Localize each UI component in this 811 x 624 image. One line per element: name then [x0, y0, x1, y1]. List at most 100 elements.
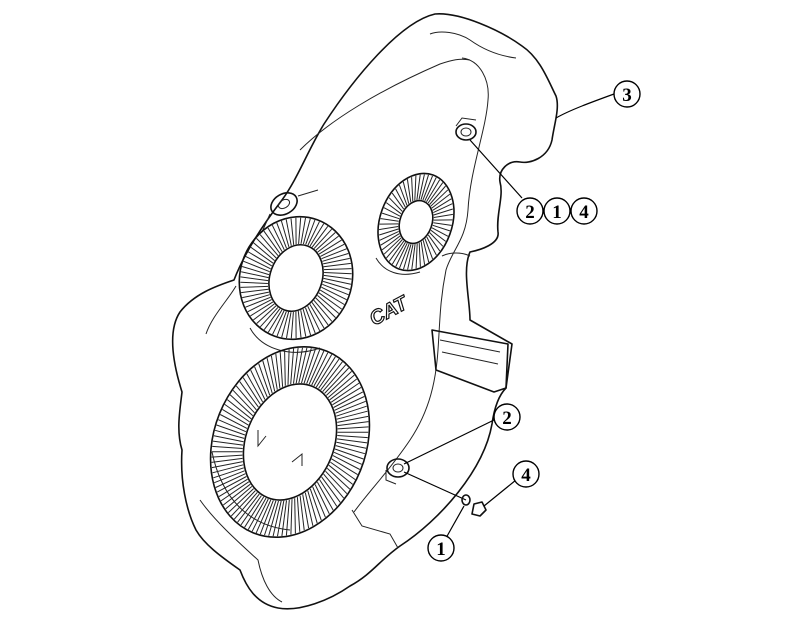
- fan-blade: [250, 246, 274, 264]
- fan-blade: [302, 494, 310, 529]
- fan-blade: [307, 305, 321, 332]
- fan-blade: [305, 219, 316, 245]
- fan-blade: [406, 179, 412, 203]
- fan-blade: [240, 271, 269, 279]
- fan-blade: [264, 500, 277, 536]
- fan-blade: [230, 490, 256, 517]
- fan-blade: [407, 244, 414, 270]
- fan-blade: [270, 355, 278, 390]
- fan-blade: [336, 438, 368, 444]
- fan-blade: [276, 311, 287, 337]
- callouts: 3 2 1 4 2 4 1: [427, 80, 641, 562]
- fan-blade: [335, 445, 366, 455]
- fan-blade: [298, 347, 308, 384]
- fan-blade: [311, 226, 329, 248]
- fan-blade: [247, 251, 273, 267]
- upper-left-boss: [261, 189, 319, 233]
- callout-4-mid: 4: [570, 197, 598, 225]
- fan-blade: [258, 363, 271, 396]
- fan-blade: [320, 243, 345, 257]
- fan-blade: [299, 495, 305, 531]
- fan-blade: [225, 486, 253, 510]
- fan-blade: [424, 177, 437, 202]
- fan-blade: [309, 488, 322, 521]
- fan-blade: [246, 373, 264, 403]
- fan-blade: [311, 302, 329, 326]
- fan-blade: [290, 312, 294, 339]
- fan-blade: [213, 467, 244, 479]
- fan-blade: [432, 198, 452, 211]
- fan-blade: [237, 493, 260, 523]
- fan-blade: [243, 260, 270, 273]
- fan-blade: [323, 262, 351, 268]
- fan-blade: [433, 213, 453, 218]
- fan-blade: [411, 244, 416, 270]
- fan-blade: [380, 233, 400, 246]
- fan-blade: [426, 179, 441, 202]
- svg-text:2: 2: [502, 408, 512, 429]
- fan-blade: [330, 382, 360, 403]
- fan-blade: [323, 277, 352, 285]
- fan-blade: [228, 488, 254, 513]
- fan-blade: [311, 352, 329, 386]
- fan-blade: [314, 484, 330, 515]
- fan-blade: [309, 304, 325, 329]
- fan-blade: [322, 364, 347, 392]
- fan-blade: [267, 227, 283, 252]
- fan-blade: [380, 218, 399, 222]
- fan-blade: [322, 280, 351, 290]
- fan-blade: [325, 470, 348, 495]
- fan-blade: [272, 310, 285, 335]
- fan-blade: [243, 294, 270, 303]
- fan-blade: [218, 419, 247, 433]
- fan-blade: [259, 307, 279, 328]
- fan-blade: [337, 421, 369, 427]
- fan-blade: [315, 297, 336, 318]
- fan-blade: [272, 500, 282, 537]
- fan-blade: [430, 189, 449, 207]
- fan-blade: [313, 228, 333, 249]
- fan-blade: [433, 203, 453, 214]
- fan-blade: [277, 500, 285, 537]
- fan-blade: [383, 237, 402, 255]
- fan-blade: [266, 358, 276, 392]
- fan-blade: [244, 496, 265, 528]
- fan-blade: [290, 499, 293, 535]
- lower-fastener: [385, 458, 487, 517]
- fan-blade: [259, 234, 279, 257]
- fan-blade: [431, 227, 449, 237]
- fan-blade: [245, 255, 271, 270]
- fan-blade: [319, 289, 345, 305]
- fan-blade: [326, 467, 351, 490]
- fan-blade: [211, 457, 243, 463]
- fan-blade: [331, 458, 358, 476]
- fan-blade: [218, 478, 248, 498]
- fan-blade: [424, 238, 434, 260]
- fan-blade: [226, 399, 252, 420]
- nut-part: [471, 501, 487, 517]
- fan-blade: [222, 408, 249, 426]
- fan-blade: [245, 296, 271, 308]
- fan-blade: [240, 285, 269, 288]
- fan-blade: [308, 350, 325, 385]
- fan-blade: [240, 495, 262, 526]
- fan-blade: [337, 435, 368, 439]
- fan-blade: [337, 415, 369, 423]
- fan-blade: [383, 207, 401, 217]
- fan-blade: [322, 283, 349, 296]
- svg-text:3: 3: [622, 85, 632, 106]
- fan-blade: [322, 253, 349, 262]
- fan-blade: [395, 242, 408, 267]
- fan-blade: [222, 483, 251, 506]
- fan-blade: [281, 500, 287, 537]
- fan-blade: [326, 371, 352, 396]
- fan-blade: [235, 385, 257, 411]
- fan-blade: [280, 220, 290, 248]
- fan-blade: [240, 281, 268, 284]
- fan-blade: [301, 348, 312, 384]
- callout-4-low: 4: [512, 460, 540, 488]
- callout-1-mid: 1: [543, 197, 571, 225]
- fan-blade: [309, 223, 325, 247]
- fan-blade: [241, 288, 269, 294]
- fan-blade: [300, 310, 307, 337]
